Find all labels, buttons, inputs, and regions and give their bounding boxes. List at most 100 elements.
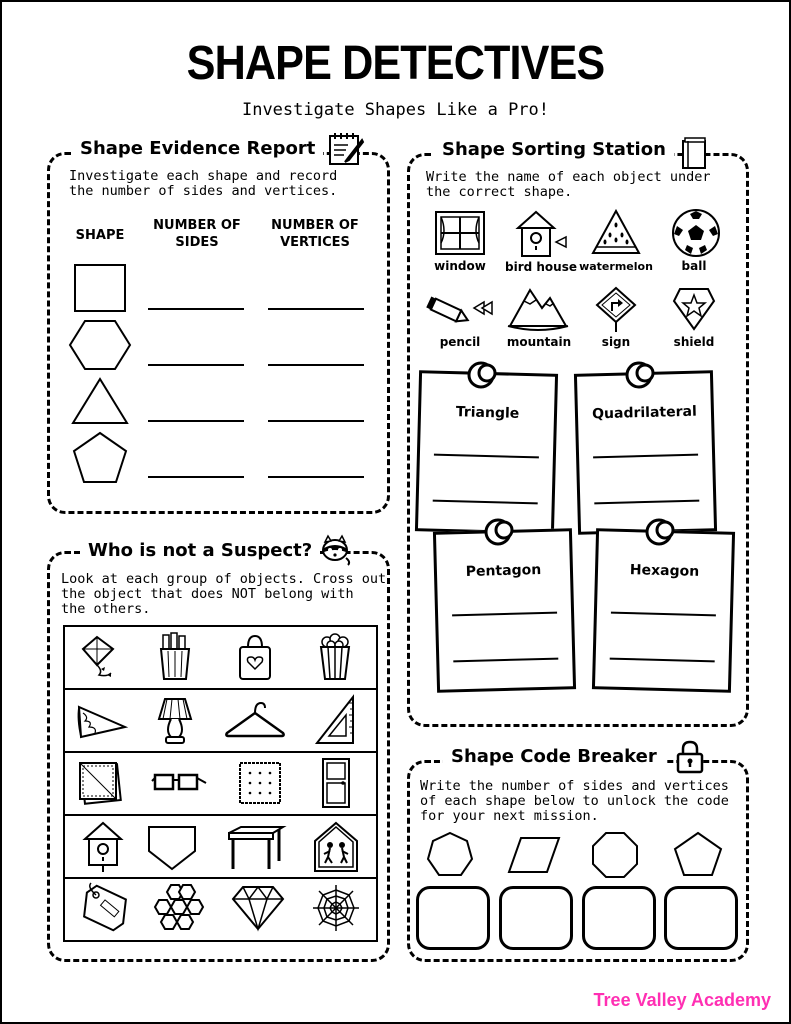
note-answer-line[interactable] — [610, 611, 716, 617]
code-answer-box[interactable] — [582, 886, 656, 950]
vertices-answer-line[interactable] — [268, 476, 364, 478]
code-breaker-title: Shape Code Breaker — [443, 746, 665, 767]
sorting-station-title: Shape Sorting Station — [434, 139, 674, 160]
soccer-ball-icon — [672, 209, 720, 257]
table-lamp-icon[interactable] — [155, 697, 195, 747]
triangle-shape-icon — [71, 377, 129, 424]
object-label-shield: shield — [673, 335, 715, 349]
window-icon — [435, 211, 485, 255]
grid-row-divider — [65, 877, 376, 879]
padlock-icon — [676, 740, 704, 774]
set-square-icon[interactable] — [314, 694, 355, 745]
napkin-icon[interactable] — [77, 760, 123, 806]
pentagon-shape-icon — [72, 431, 128, 483]
sandwich-icon[interactable] — [75, 699, 129, 743]
note-answer-line[interactable] — [433, 453, 539, 459]
evidence-report-title: Shape Evidence Report — [72, 138, 324, 159]
pushpin-icon — [467, 361, 497, 389]
parallelogram-shape-icon — [507, 837, 561, 873]
hexagon-note-title: Hexagon — [629, 562, 700, 580]
price-tag-icon[interactable] — [81, 882, 129, 933]
hexagon-shape-icon — [68, 320, 132, 370]
notepad-pencil-icon — [329, 133, 365, 165]
home-plate-icon[interactable] — [147, 825, 197, 871]
road-sign-icon — [595, 286, 637, 332]
raccoon-detective-icon — [322, 534, 351, 566]
sides-answer-line[interactable] — [148, 364, 244, 366]
code-breaker-instructions: Write the number of sides and vertices o… — [420, 778, 729, 824]
note-answer-line[interactable] — [609, 657, 715, 663]
square-shape-icon — [74, 264, 126, 312]
birdhouse-icon — [515, 210, 567, 257]
col-header-sides: NUMBER OF SIDES — [153, 218, 241, 250]
suspect-grid — [63, 625, 378, 942]
heptagon-shape-icon — [426, 831, 474, 876]
grid-row-divider — [65, 814, 376, 816]
col-header-shape: SHAPE — [75, 228, 125, 243]
pushpin-icon — [484, 518, 514, 546]
triangle-note[interactable]: Triangle — [414, 370, 559, 535]
book-icon — [682, 137, 706, 169]
pushpin-icon — [625, 361, 655, 389]
diamond-gem-icon[interactable] — [231, 885, 285, 932]
code-answer-box[interactable] — [416, 886, 490, 950]
pushpin-icon — [645, 518, 675, 546]
table-icon[interactable] — [225, 825, 287, 871]
object-label-watermelon: watermelon — [579, 260, 653, 273]
sides-answer-line[interactable] — [148, 476, 244, 478]
cracker-icon[interactable] — [237, 760, 283, 806]
sorting-instructions: Write the name of each object under the … — [426, 169, 711, 200]
sides-answer-line[interactable] — [148, 308, 244, 310]
note-answer-line[interactable] — [432, 499, 538, 505]
watermelon-icon — [591, 208, 641, 254]
mountain-icon — [507, 288, 569, 331]
pentagon-shape-icon — [673, 831, 723, 876]
octagon-shape-icon — [592, 832, 638, 878]
spiderweb-icon[interactable] — [311, 883, 361, 933]
honeycomb-icon[interactable] — [151, 883, 207, 933]
eyeglasses-icon[interactable] — [151, 771, 207, 797]
quadrilateral-note[interactable]: Quadrilateral — [573, 370, 718, 535]
school-crossing-sign-icon[interactable] — [313, 821, 359, 873]
triangle-note-title: Triangle — [455, 404, 520, 422]
hexagon-note[interactable]: Hexagon — [591, 528, 736, 693]
grid-row-divider — [65, 688, 376, 690]
birdhouse-icon[interactable] — [82, 821, 124, 873]
door-icon[interactable] — [321, 757, 351, 809]
object-label-bird-house: bird house — [505, 260, 577, 274]
hanger-icon[interactable] — [225, 699, 285, 741]
shopping-bag-icon[interactable] — [235, 633, 275, 681]
object-label-window: window — [434, 259, 486, 273]
vertices-answer-line[interactable] — [268, 308, 364, 310]
grid-row-divider — [65, 751, 376, 753]
page-subtitle: Investigate Shapes Like a Pro! — [241, 100, 550, 120]
code-answer-box[interactable] — [499, 886, 573, 950]
pentagon-note[interactable]: Pentagon — [432, 528, 577, 693]
vertices-answer-line[interactable] — [268, 364, 364, 366]
kite-icon[interactable] — [77, 635, 129, 681]
pencil-cup-icon[interactable] — [155, 632, 195, 681]
suspect-instructions: Look at each group of objects. Cross out… — [61, 571, 387, 617]
note-answer-line[interactable] — [593, 453, 699, 459]
object-label-pencil: pencil — [439, 335, 481, 349]
object-label-sign: sign — [601, 335, 631, 349]
object-label-ball: ball — [681, 259, 707, 273]
pentagon-note-title: Pentagon — [465, 562, 542, 580]
col-header-vertices: NUMBER OF VERTICES — [271, 218, 359, 250]
sides-answer-line[interactable] — [148, 420, 244, 422]
popcorn-icon[interactable] — [317, 633, 353, 681]
suspect-title: Who is not a Suspect? — [80, 540, 321, 561]
quadrilateral-note-title: Quadrilateral — [591, 403, 697, 423]
evidence-instructions: Investigate each shape and record the nu… — [69, 168, 338, 199]
note-answer-line[interactable] — [594, 499, 700, 505]
code-answer-box[interactable] — [664, 886, 738, 950]
note-answer-line[interactable] — [453, 657, 559, 663]
vertices-answer-line[interactable] — [268, 420, 364, 422]
shield-icon — [672, 288, 716, 331]
footer-brand: Tree Valley Academy — [593, 990, 771, 1010]
note-answer-line[interactable] — [452, 611, 558, 617]
object-label-mountain: mountain — [506, 335, 572, 349]
pencil-icon — [426, 296, 493, 323]
page-title: SHAPE DETECTIVES — [186, 37, 606, 90]
